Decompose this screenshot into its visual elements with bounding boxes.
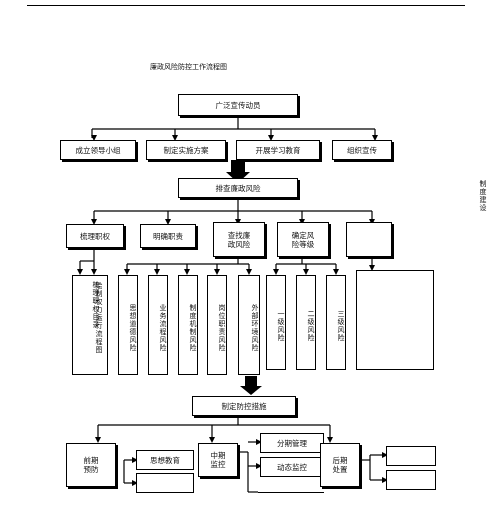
grade-two-col: 二级风险 <box>296 275 316 370</box>
implementation-plan-box: 制定实施方案 <box>146 140 226 160</box>
find-risks-box: 查找廉 政风险 <box>213 222 265 257</box>
grade-three-col: 三级风险 <box>326 275 346 370</box>
risk-system-col: 制度机制风险 <box>178 275 198 375</box>
dynamic-monitor-box: 动态监控 <box>260 457 324 477</box>
risk-process-col: 业务流程风险 <box>148 275 168 375</box>
grade-one-col: 一级风险 <box>266 275 286 370</box>
determine-level-box: 确定风 险等级 <box>277 222 329 257</box>
clarify-duties-box: 明确职责 <box>140 224 196 248</box>
top-rule <box>27 5 465 6</box>
risk-ideology-col: 思想道德风险 <box>118 275 138 375</box>
post-disposal-box: 后期 处置 <box>320 443 360 487</box>
risk-external-col: 外部环境风险 <box>238 275 260 375</box>
post-blank-box-1 <box>386 446 436 466</box>
measures-box: 制定防控措施 <box>192 396 296 416</box>
staged-management-box: 分期管理 <box>260 433 324 453</box>
sort-power-box: 梳理职权 <box>66 224 124 248</box>
post-blank-box-2 <box>386 470 436 490</box>
investigate-risk-box: 排查廉政风险 <box>178 178 298 198</box>
mid-monitor-box: 中期 监控 <box>198 443 238 477</box>
mid-bottom-rule <box>258 492 324 493</box>
side-note: 制度建设 <box>479 180 487 212</box>
risk-post-col: 岗位职责风险 <box>207 275 227 375</box>
pre-prevention-box: 前期 预防 <box>66 443 116 487</box>
page-title: 廉政风险防控工作流程图 <box>150 63 227 71</box>
pre-blank-box <box>136 473 194 493</box>
study-education-box: 开展学习教育 <box>236 140 320 160</box>
leadership-group-box: 成立领导小组 <box>60 140 136 160</box>
organize-publicity-box: 组织宣传 <box>332 140 392 160</box>
power-catalog-text: 梳理职权目录 <box>92 281 100 329</box>
ideology-education-box: 思想教育 <box>136 450 194 470</box>
blank-box <box>346 222 392 257</box>
power-flowchart-col: 绘制权力运行流程图 <box>72 275 108 375</box>
big-blank-box <box>356 270 434 370</box>
publicize-box: 广泛宣传动员 <box>178 94 298 116</box>
